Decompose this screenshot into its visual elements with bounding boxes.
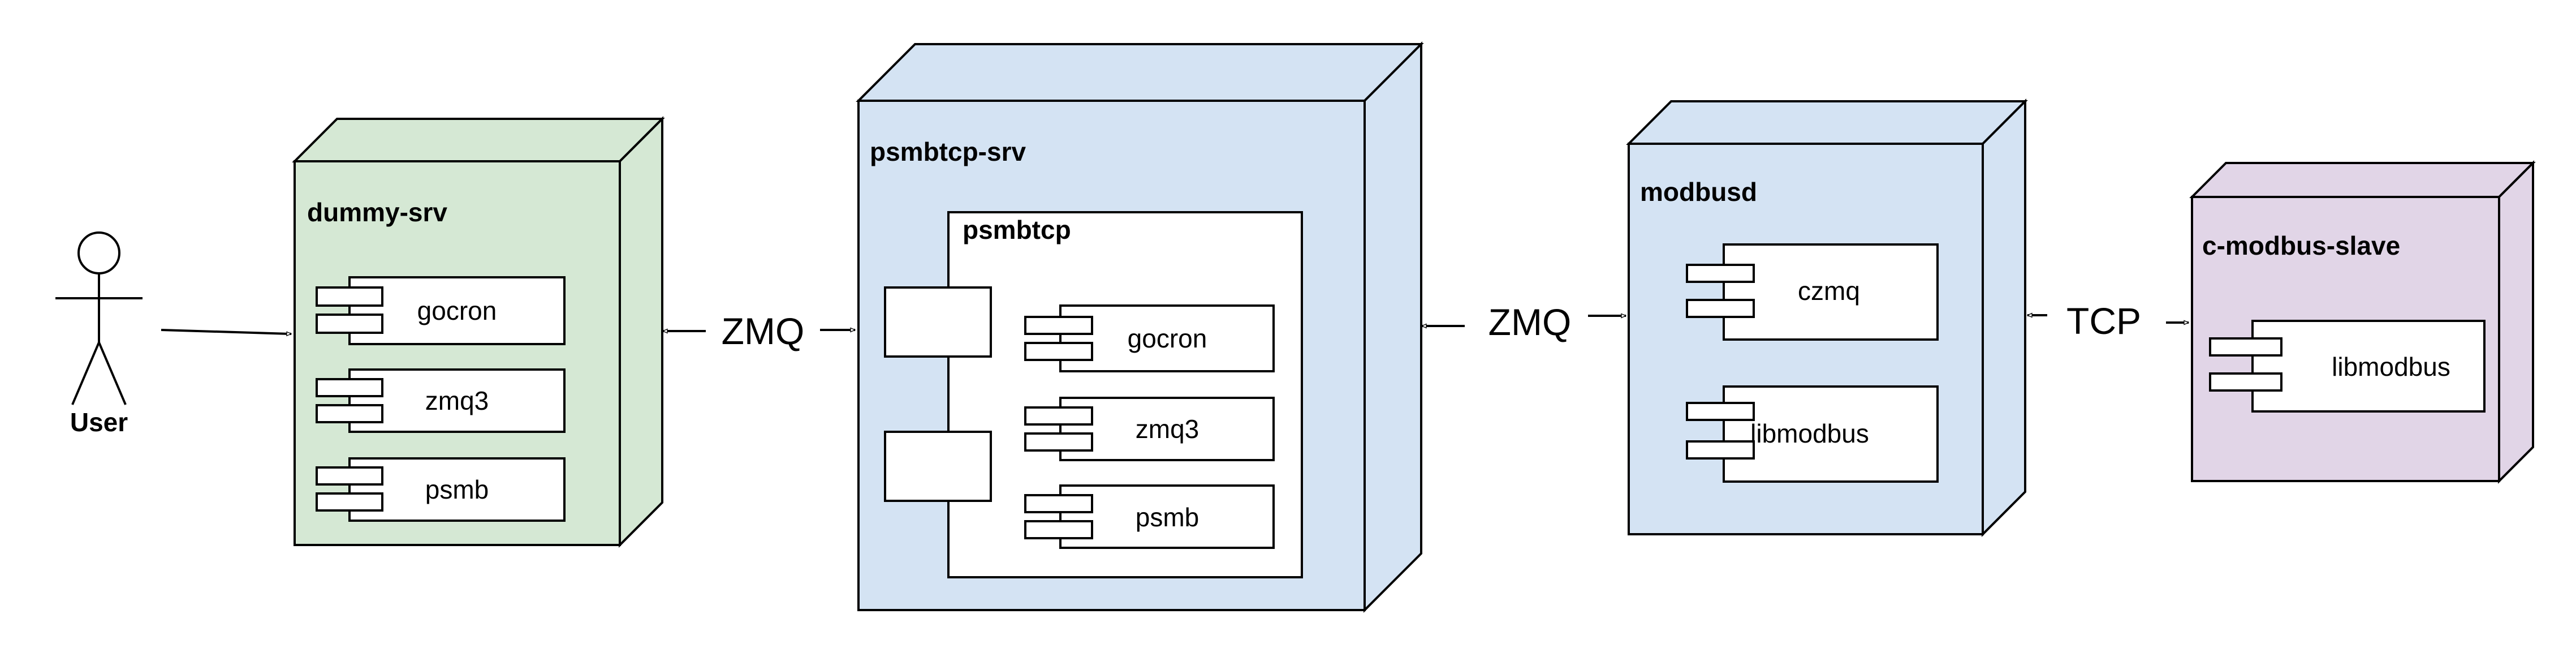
component-psmb: psmb [316,457,566,522]
node-psmbtcp-srv: psmbtcp-srv psmbtcp gocron zmq3 [856,41,1424,613]
user-actor: User [55,231,143,437]
component-label: zmq3 [425,386,489,415]
edge-label: ZMQ [722,310,805,352]
node-title: modbusd [1640,177,1757,207]
component-icon [1686,264,1755,283]
node-title: dummy-srv [307,198,447,227]
component-icon [1686,402,1755,421]
node-title: c-modbus-slave [2202,231,2400,260]
inner-component-title: psmbtcp [963,215,1071,244]
edge-label: ZMQ [1488,301,1572,343]
node-dummy-srv: dummy-srv gocron zmq3 psmb [292,116,665,548]
node-title: psmbtcp-srv [870,137,1026,166]
edge-label: TCP [2066,300,2141,342]
user-to-dummy-connector [161,329,291,334]
user-label: User [70,407,128,437]
component-zmq3: zmq3 [316,368,566,433]
component-gocron: gocron [1024,304,1275,372]
component-icon [316,466,383,486]
component-label: libmodbus [1750,419,1869,448]
stick-figure-icon [55,231,143,405]
component-label: psmb [425,475,489,504]
edge-modbusd-slave: TCP [2027,300,2189,342]
component-label: czmq [1798,276,1860,306]
component-libmodbus: libmodbus [2209,320,2486,413]
component-icon [1024,316,1093,335]
component-libmodbus: libmodbus [1686,385,1939,483]
component-label: gocron [417,296,497,325]
component-icon [2209,337,2282,357]
component-czmq: czmq [1686,243,1939,341]
component-zmq3: zmq3 [1024,397,1275,461]
component-label: libmodbus [2332,352,2450,381]
port-box [884,286,992,358]
component-icon [316,286,383,307]
component-label: zmq3 [1136,414,1199,444]
edge-psmbtcp-modbusd: ZMQ [1422,301,1626,343]
inner-component-psmbtcp: psmbtcp gocron zmq3 psmb [884,211,1303,578]
component-icon [1024,494,1093,513]
component-gocron: gocron [316,276,566,345]
port-box [884,431,992,502]
component-icon [1024,406,1093,426]
component-psmb: psmb [1024,484,1275,549]
edge-dummy-psmbtcp: ZMQ [663,310,855,352]
node-c-modbus-slave: c-modbus-slave libmodbus [2189,160,2536,484]
component-label: psmb [1136,503,1199,532]
component-icon [316,378,383,397]
node-modbusd: modbusd czmq libmodbus [1626,98,2028,537]
component-label: gocron [1128,324,1207,353]
